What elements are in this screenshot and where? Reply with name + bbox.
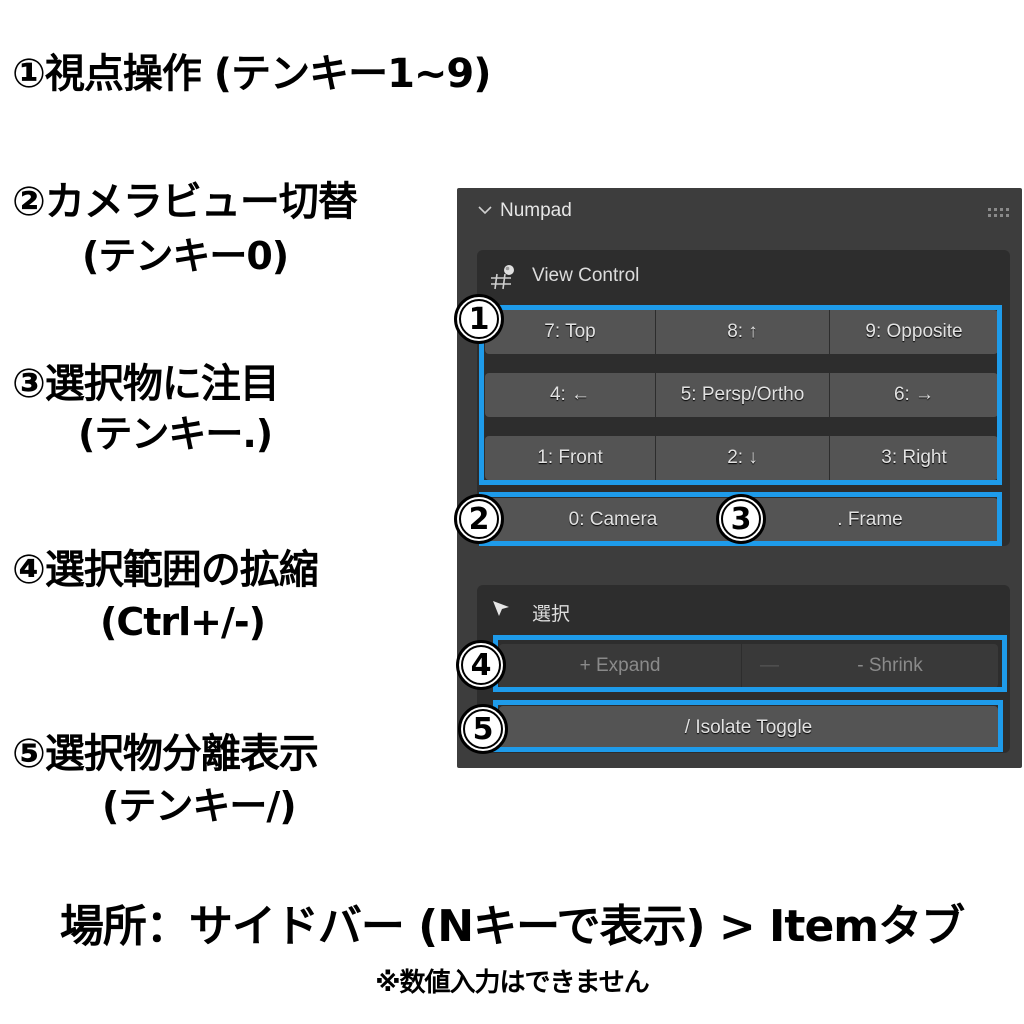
note-caption: ※数値入力はできません (375, 968, 650, 998)
drag-grip-icon[interactable] (988, 208, 1010, 218)
chevron-down-icon[interactable] (477, 202, 493, 218)
annotation-local-view: ⑤選択物分離表示 (テンキー/) (12, 731, 319, 828)
shrink-label: - Shrink (857, 655, 923, 676)
view-opposite-button[interactable]: 9: Opposite (830, 310, 998, 354)
expand-selection-button[interactable]: + Expand (499, 644, 741, 688)
shrink-selection-button[interactable]: — - Shrink (742, 644, 998, 688)
annotation-view-control: ①視点操作 (テンキー1~9) (12, 51, 492, 97)
annotation-frame-selected: ③選択物に注目 (テンキー.) (12, 361, 280, 456)
location-caption: 場所：サイドバー (Nキーで表示) > Itemタブ (59, 901, 965, 952)
annotation-key: (Ctrl+/-) (100, 600, 266, 644)
panel-header[interactable]: Numpad (457, 188, 1022, 236)
annotation-key: (テンキー.) (78, 412, 273, 456)
annotation-key: (テンキー/) (102, 784, 297, 828)
minus-icon: — (760, 655, 779, 676)
annotation-title: ④選択範囲の拡縮 (12, 547, 319, 593)
cursor-arrow-icon (493, 601, 509, 616)
annotation-title: ②カメラビュー切替 (12, 179, 358, 225)
badge-1: 1 (454, 294, 504, 344)
view-control-title: View Control (532, 265, 640, 286)
annotation-key: (テンキー0) (82, 234, 289, 278)
frame-selected-button[interactable]: . Frame (742, 498, 998, 542)
view-top-button[interactable]: 7: Top (485, 310, 655, 354)
orbit-left-button[interactable]: 4: ← (485, 373, 655, 417)
camera-view-button[interactable]: 0: Camera (485, 498, 741, 542)
badge-3: 3 (716, 494, 766, 544)
annotation-title: ①視点操作 (テンキー1~9) (12, 51, 492, 97)
view-front-button[interactable]: 1: Front (485, 436, 655, 480)
badge-2: 2 (454, 494, 504, 544)
isolate-toggle-button[interactable]: / Isolate Toggle (499, 706, 998, 750)
camera-view-icon (491, 265, 514, 290)
orbit-right-button[interactable]: 6: → (830, 373, 998, 417)
badge-5: 5 (458, 704, 508, 754)
annotation-select-grow: ④選択範囲の拡縮 (Ctrl+/-) (12, 547, 319, 644)
annotation-camera-view: ②カメラビュー切替 (テンキー0) (12, 179, 358, 278)
persp-ortho-button[interactable]: 5: Persp/Ortho (656, 373, 829, 417)
badge-4: 4 (456, 640, 506, 690)
orbit-down-button[interactable]: 2: ↓ (656, 436, 829, 480)
orbit-up-button[interactable]: 8: ↑ (656, 310, 829, 354)
annotation-title: ③選択物に注目 (12, 361, 280, 407)
selection-title: 選択 (532, 604, 571, 625)
view-right-button[interactable]: 3: Right (830, 436, 998, 480)
annotation-title: ⑤選択物分離表示 (12, 731, 319, 777)
numpad-panel: Numpad View Control 7: Top 8: ↑ 9: Oppos… (457, 188, 1022, 768)
panel-title: Numpad (500, 200, 572, 221)
